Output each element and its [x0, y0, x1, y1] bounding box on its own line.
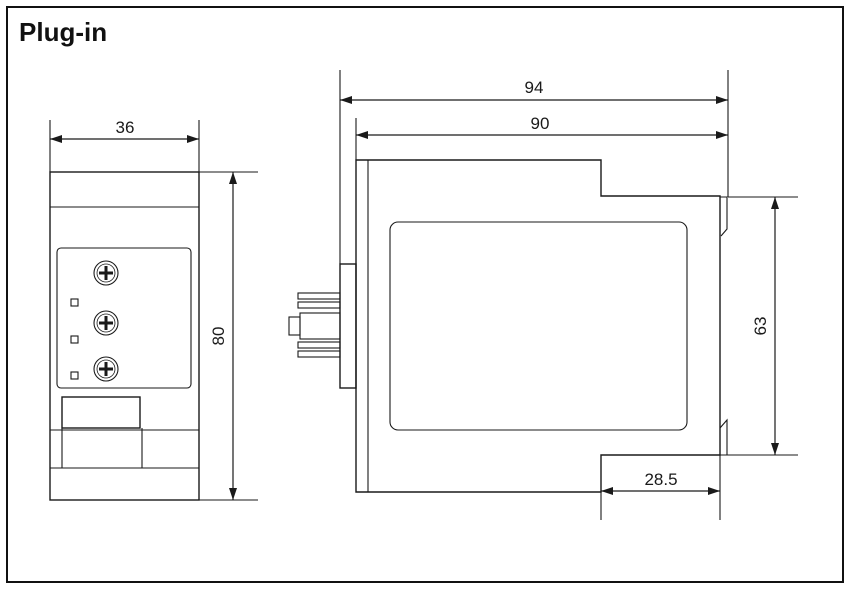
dimension-label-94: 94 [525, 78, 544, 97]
front-housing-outline [49, 171, 200, 501]
adjustment-screw-2 [93, 310, 119, 336]
page-title: Plug-in [19, 17, 107, 47]
dimension-side-body-height: 63 [720, 196, 798, 456]
plug-pins [288, 292, 341, 358]
socket-flange [339, 263, 357, 389]
dimension-rail-offset: 28.5 [600, 455, 721, 520]
dimension-side-body-length: 90 [355, 114, 728, 160]
side-label-panel [389, 221, 688, 431]
dimension-label-90: 90 [531, 114, 550, 133]
dimension-label-36: 36 [116, 118, 135, 137]
indicator-led-3 [70, 371, 79, 380]
front-control-panel [56, 247, 192, 389]
dimension-label-28-5: 28.5 [644, 470, 677, 489]
adjustment-screw-1 [93, 260, 119, 286]
indicator-led-2 [70, 335, 79, 344]
adjustment-screw-3 [93, 356, 119, 382]
dimension-front-width: 36 [49, 118, 200, 172]
front-label-window [61, 396, 141, 429]
side-view [288, 159, 728, 493]
din-rail-clip-bottom [719, 418, 728, 455]
dimension-label-80: 80 [209, 327, 228, 346]
outer-frame [6, 6, 844, 583]
dimension-side-total-length: 94 [339, 70, 729, 264]
indicator-led-1 [70, 298, 79, 307]
front-view [49, 171, 200, 501]
din-rail-clip-top [720, 196, 728, 237]
side-body-outline [355, 159, 721, 493]
dimension-label-63: 63 [751, 317, 770, 336]
dimension-front-height: 80 [199, 171, 258, 501]
